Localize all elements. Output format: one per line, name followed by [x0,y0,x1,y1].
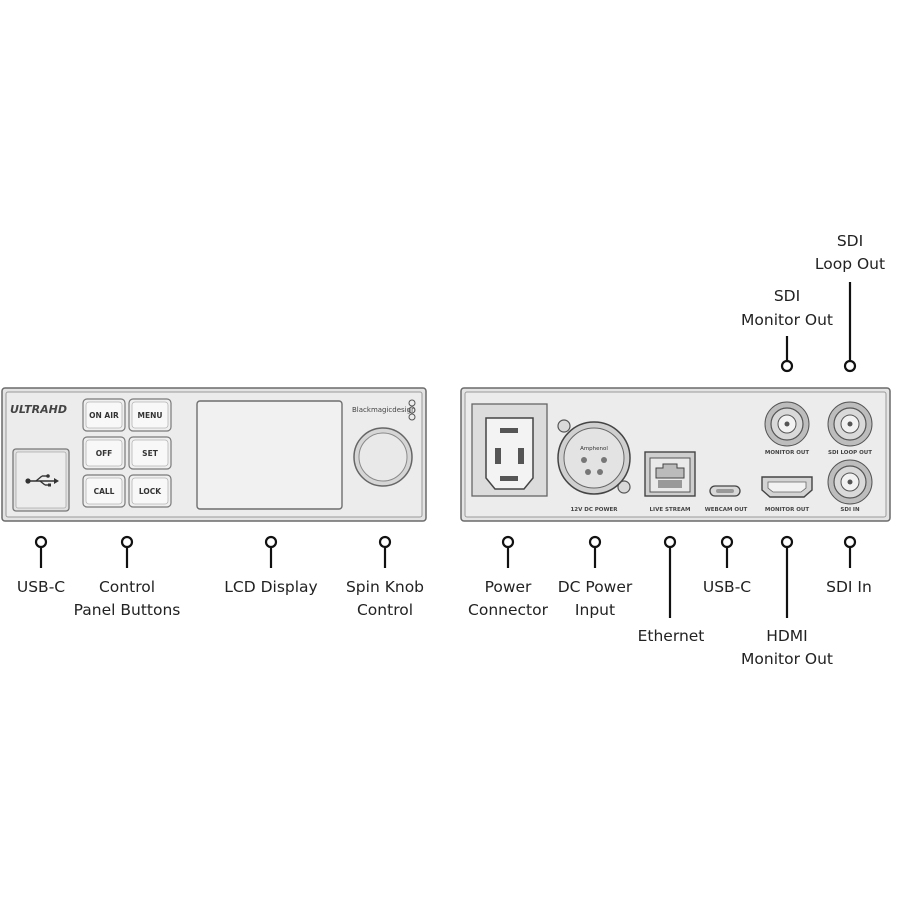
callout-usb-c-front-line-1: USB-C [17,578,65,596]
sdi-loop-out-port: SDI LOOP OUT [827,401,873,456]
callout-hdmi-monitor-out: HDMI Monitor Out [741,535,833,668]
callout-sdi-loop-out-line-2: Loop Out [815,255,885,273]
hdmi-port: MONITOR OUT [761,476,813,513]
callouts-bottom: USB-C Control Panel Buttons LCD Display … [17,535,872,668]
callout-dc-power-input-line-1: DC Power [558,578,633,596]
button-lock-label: LOCK [139,487,162,496]
rear-usb-c-port: WEBCAM OUT [705,485,748,513]
callout-power-connector: Power Connector [468,535,549,619]
button-set[interactable]: SET [128,436,172,470]
brand-logo-icon [408,399,416,421]
rear-panel: Amphenol 12V DC POWER LIVE STREAM WEBCAM… [460,387,891,522]
callout-dc-power-input-line-2: Input [575,601,615,619]
callout-lcd-display-line-1: LCD Display [224,578,317,596]
callout-hdmi-monitor-out-line-1: HDMI [766,627,808,645]
callout-dc-power-input: DC Power Input [558,535,633,619]
callout-lcd-display: LCD Display [224,535,318,596]
hdmi-monitor-out-label: MONITOR OUT [765,507,810,513]
callout-spin-knob: Spin Knob Control [346,535,424,619]
button-menu[interactable]: MENU [128,398,172,432]
callout-control-panel-buttons: Control Panel Buttons [74,535,181,619]
button-menu-label: MENU [138,411,163,420]
callout-sdi-in-line-1: SDI In [826,578,872,596]
callout-sdi-monitor-out-line-2: Monitor Out [741,311,833,329]
callout-sdi-monitor-out: SDI Monitor Out [741,287,833,373]
button-call[interactable]: CALL [82,474,126,508]
callout-sdi-loop-out: SDI Loop Out [815,232,885,373]
ultrahd-logo: ULTRAHD [10,403,67,416]
button-on-air[interactable]: ON AIR [82,398,126,432]
button-call-label: CALL [94,487,115,496]
power-connector-port [471,403,548,497]
front-usb-c-port [12,448,70,512]
callout-control-panel-buttons-line-2: Panel Buttons [74,601,181,619]
ethernet-port: LIVE STREAM [644,451,696,513]
callout-sdi-monitor-out-line-1: SDI [774,287,800,305]
control-panel-buttons: ON AIR MENU OFF SET CALL [82,398,172,508]
callout-usb-c-rear-line-1: USB-C [703,578,751,596]
callout-usb-c-front: USB-C [17,535,65,596]
button-off-label: OFF [96,449,113,458]
sdi-loop-out-label: SDI LOOP OUT [828,450,872,456]
xlr-brand-label: Amphenol [580,446,608,452]
callout-spin-knob-line-1: Spin Knob [346,578,424,596]
usb-icon [25,474,59,487]
callout-sdi-in: SDI In [826,535,872,596]
lcd-display-screen [196,400,343,510]
callouts-top: SDI Monitor Out SDI Loop Out [741,232,885,373]
button-lock[interactable]: LOCK [128,474,172,508]
front-panel: ULTRAHD ON AIR [1,387,427,522]
brand-wordmark: Blackmagicdesign [352,406,416,414]
callout-ethernet-line-1: Ethernet [638,627,705,645]
callout-sdi-loop-out-line-1: SDI [837,232,863,250]
button-set-label: SET [142,449,159,458]
live-stream-label: LIVE STREAM [650,507,691,513]
sdi-monitor-out-port: MONITOR OUT [764,401,810,456]
callout-usb-c-rear: USB-C [703,535,751,596]
callout-power-connector-line-1: Power [485,578,532,596]
spin-knob[interactable] [353,427,413,487]
dc-power-port: Amphenol 12V DC POWER [557,419,631,513]
button-off[interactable]: OFF [82,436,126,470]
sdi-in-port: SDI IN [827,459,873,513]
button-on-air-label: ON AIR [89,411,119,420]
sdi-monitor-out-label: MONITOR OUT [765,450,810,456]
webcam-out-label: WEBCAM OUT [705,507,748,513]
dc-power-label: 12V DC POWER [570,507,618,513]
callout-control-panel-buttons-line-1: Control [99,578,155,596]
callout-spin-knob-line-2: Control [357,601,413,619]
callout-power-connector-line-2: Connector [468,601,549,619]
callout-ethernet: Ethernet [638,535,705,645]
usb-c-port-face [15,451,67,509]
sdi-in-label: SDI IN [840,507,860,513]
callout-hdmi-monitor-out-line-2: Monitor Out [741,650,833,668]
